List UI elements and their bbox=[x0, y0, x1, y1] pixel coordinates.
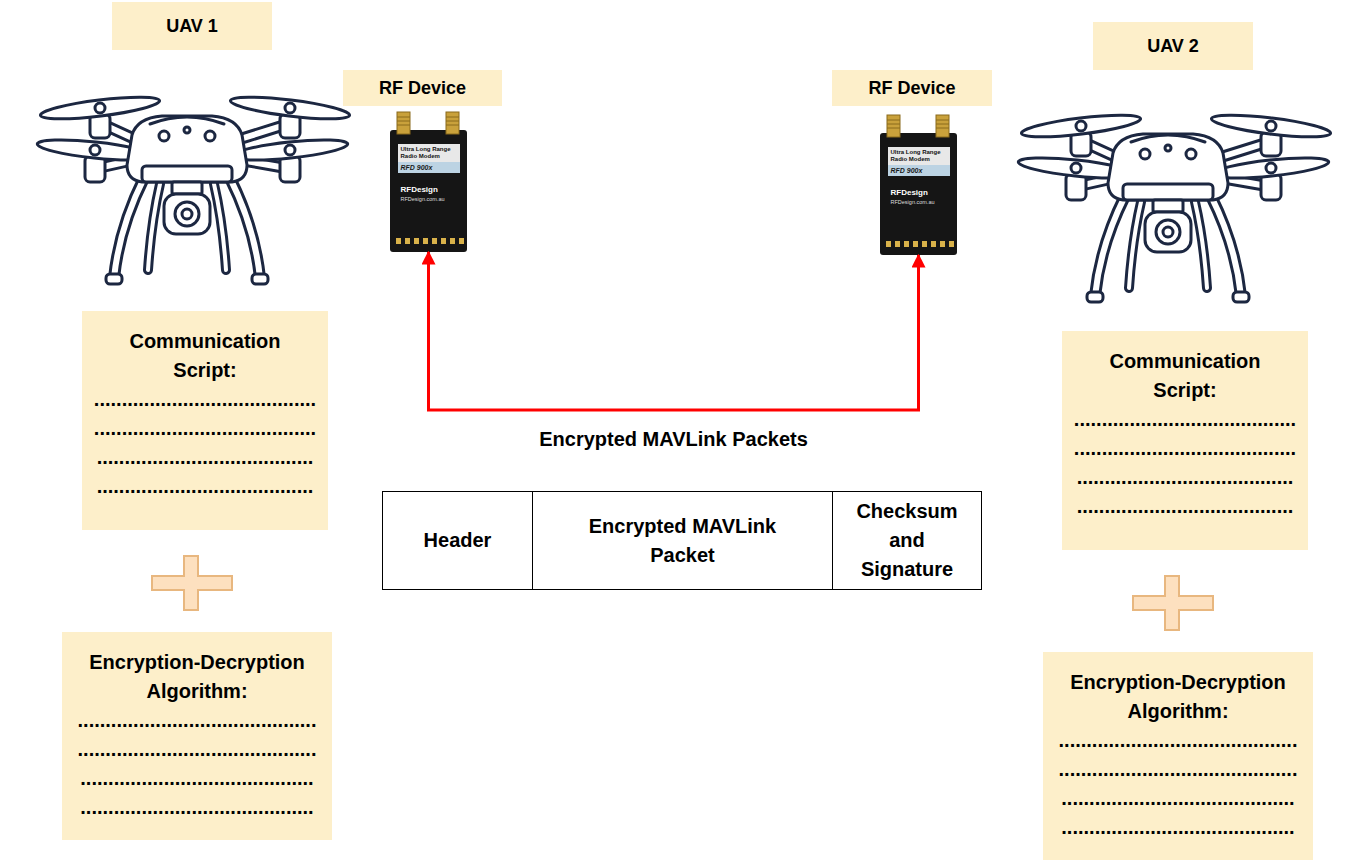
connector-thread bbox=[397, 117, 949, 128]
header-pin bbox=[405, 238, 410, 244]
box-label: RF Device bbox=[379, 78, 466, 99]
header-pin bbox=[441, 238, 446, 244]
header-pin bbox=[886, 241, 891, 247]
dotted-line: ........................................… bbox=[1061, 784, 1294, 813]
antenna-connector bbox=[397, 112, 949, 137]
header-pin bbox=[895, 241, 900, 247]
antenna-connector bbox=[397, 112, 410, 134]
box-label: UAV 2 bbox=[1147, 36, 1199, 57]
device-label: RF Device bbox=[832, 70, 992, 106]
field-name: Checksum and Signature bbox=[843, 497, 971, 584]
uav-label: UAV 2 bbox=[1093, 22, 1253, 70]
device-label: RF Device bbox=[343, 70, 502, 106]
script-panel: Communication Script:...................… bbox=[82, 311, 328, 530]
box-label: RF Device bbox=[868, 78, 955, 99]
dotted-line: ........................................… bbox=[1059, 755, 1298, 784]
dotted-line: ........................................… bbox=[80, 764, 313, 793]
algorithm-panel: Encryption-Decryption Algorithm:........… bbox=[1043, 652, 1313, 860]
dotted-line: ........................................ bbox=[94, 414, 316, 443]
model-name: RFD 900x bbox=[888, 165, 950, 176]
uav-illustration bbox=[1017, 111, 1331, 302]
panel-heading: Communication Script: bbox=[1062, 347, 1308, 405]
packet-field: Header bbox=[382, 491, 533, 590]
antenna-connector bbox=[446, 112, 459, 134]
brand-url: RFDesign.com.au bbox=[398, 195, 460, 203]
panel-heading: Encryption-Decryption Algorithm: bbox=[1043, 668, 1313, 726]
brand-name: RFDesign bbox=[398, 185, 460, 195]
dotted-line: ........................................… bbox=[78, 706, 317, 735]
packet-field: Encrypted MAVLink Packet bbox=[532, 491, 833, 590]
panel-heading: Communication Script: bbox=[82, 327, 328, 385]
header-pin bbox=[922, 241, 927, 247]
model-name: RFD 900x bbox=[398, 162, 460, 173]
header-pin bbox=[940, 241, 945, 247]
brand-url: RFDesign.com.au bbox=[888, 198, 950, 206]
dotted-line: ....................................... bbox=[1077, 463, 1294, 492]
module-caption: Ultra Long Range Radio Modem bbox=[398, 144, 460, 162]
dotted-line: ........................................… bbox=[78, 735, 317, 764]
header-pin bbox=[904, 241, 909, 247]
header-pin bbox=[423, 238, 428, 244]
radio-module: Ultra Long Range Radio ModemRFD 900xRFDe… bbox=[880, 133, 957, 255]
module-caption: Ultra Long Range Radio Modem bbox=[888, 147, 950, 165]
antenna-connector bbox=[887, 115, 900, 137]
link-arrow bbox=[429, 252, 919, 410]
header-pin bbox=[913, 241, 918, 247]
plus-symbol bbox=[152, 556, 232, 610]
edge-label: Encrypted MAVLink Packets bbox=[539, 428, 808, 451]
script-panel: Communication Script:...................… bbox=[1062, 331, 1308, 550]
dotted-line: ........................................… bbox=[1061, 813, 1294, 842]
radio-module: Ultra Long Range Radio ModemRFD 900xRFDe… bbox=[390, 130, 467, 252]
uav-illustration bbox=[36, 93, 350, 284]
header-pin bbox=[432, 238, 437, 244]
dotted-line: ........................................ bbox=[94, 385, 316, 414]
pin-header bbox=[396, 238, 954, 247]
header-pin bbox=[450, 238, 455, 244]
dotted-line: ........................................ bbox=[1074, 405, 1296, 434]
uav-label: UAV 1 bbox=[112, 2, 272, 50]
dotted-line: ........................................… bbox=[1059, 726, 1298, 755]
field-name: Header bbox=[424, 526, 492, 555]
dotted-line: ....................................... bbox=[1077, 492, 1294, 521]
header-pin bbox=[949, 241, 954, 247]
brand-name: RFDesign bbox=[888, 188, 950, 198]
dotted-line: ....................................... bbox=[97, 443, 314, 472]
plus-symbol bbox=[1133, 576, 1213, 630]
antenna-connector bbox=[936, 115, 949, 137]
panel-heading: Encryption-Decryption Algorithm: bbox=[62, 648, 332, 706]
header-pin bbox=[931, 241, 936, 247]
header-pin bbox=[459, 238, 464, 244]
packet-field: Checksum and Signature bbox=[832, 491, 982, 590]
field-name: Encrypted MAVLink Packet bbox=[573, 512, 792, 570]
algorithm-panel: Encryption-Decryption Algorithm:........… bbox=[62, 632, 332, 840]
box-label: UAV 1 bbox=[166, 16, 218, 37]
header-pin bbox=[396, 238, 401, 244]
dotted-line: ....................................... bbox=[97, 472, 314, 501]
header-pin bbox=[414, 238, 419, 244]
dotted-line: ........................................ bbox=[1074, 434, 1296, 463]
dotted-line: ........................................… bbox=[80, 793, 313, 822]
